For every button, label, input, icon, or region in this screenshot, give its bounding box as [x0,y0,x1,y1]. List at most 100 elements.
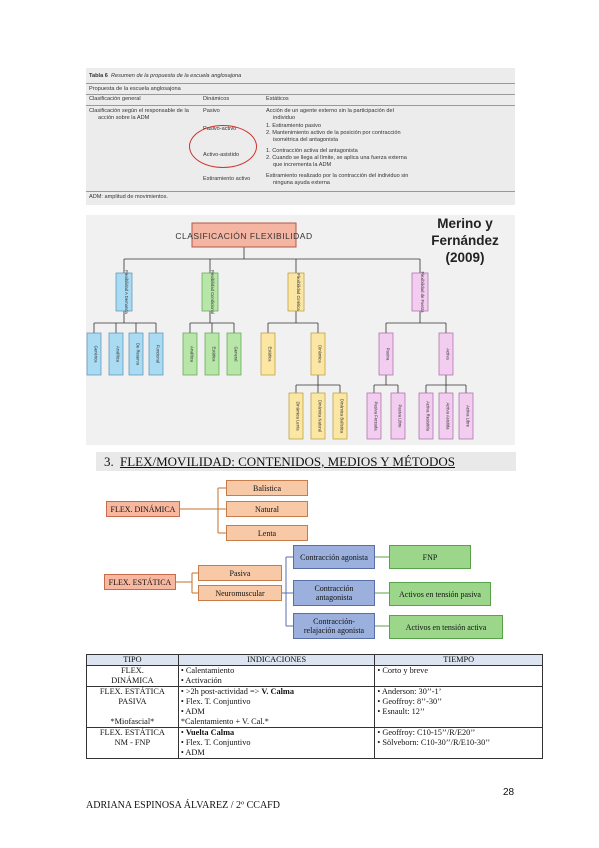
footer-author: ADRIANA ESPINOSA ÁLVAREZ / 2º CCAFD [86,800,280,811]
header-tiempo: TIEMPO [374,654,543,666]
leaf-box-d4 [390,392,406,440]
table6-aa-3: que incrementa la ADM [273,162,332,168]
leaf-label-b2: Estática [212,347,217,363]
table6-ea-1: Estiramiento realizado por la contracció… [266,173,409,179]
chart-root-box [191,222,297,248]
level1-box-a [115,272,133,312]
level1-box-b [201,272,219,312]
table-row: FLEX.DINÁMICA • Calentamiento • Activaci… [86,665,543,687]
leaf-box-c3 [288,392,304,440]
leaf-box-a1 [86,332,102,376]
table6-row-label-2: acción sobre la ADM [98,115,150,121]
leaf-box-c4 [310,392,326,440]
methods-table: TIPO INDICACIONES TIEMPO FLEX.DINÁMICA •… [86,654,543,759]
natural-box: Natural [226,501,308,517]
section-heading: 3. FLEX/MOVILIDAD: CONTENIDOS, MEDIOS Y … [96,452,516,471]
leaf-label-d1: Pasiva [386,348,391,361]
table6-col1: Clasificación general [89,96,141,102]
leaf-label-d5: Activa Resistida [426,401,431,431]
leaf-label-d4: Pasiva Libre [398,404,403,428]
leaf-box-b3 [226,332,242,376]
leaf-label-d2: Activa [446,348,451,360]
table6-subhead: Propuesta de la escuela anglosajona [89,86,181,92]
table6-image: Tabla 6 Resumen de la propuesta de la es… [86,68,515,205]
cell-tiempo: • Geoffroy: C10-15’’/R/E20’’ • Sölveborn… [374,727,543,759]
cell-indicaciones: • Vuelta Calma • Flex. T. Conjuntivo • A… [177,727,376,759]
leaf-label-d3: Pasiva Forzada [374,401,379,431]
header-indicaciones: INDICACIONES [177,654,376,666]
activos-pasiva-box: Activos en tensión pasiva [389,582,491,606]
leaf-label-d6: Activa Asistida [446,403,451,431]
table6-pa-3: isométrica del antagonista [273,137,338,143]
leaf-label-b3: General [234,347,239,362]
section-number: 3. [104,454,114,469]
leaf-box-c5 [332,392,348,440]
leaf-label-c2: Dinámica [318,345,323,363]
table6-pasivo: Pasivo [203,108,220,114]
level1-label-d: Flexibilidad de Fuerza [420,272,425,314]
contraccion-agonista-box: Contracción agonista [293,545,375,569]
header-tipo: TIPO [86,654,179,666]
leaf-box-d2 [438,332,454,376]
contraccion-relajacion-box: Contracción-relajación agonista [293,613,375,639]
chart-svg: CLASIFICACIÓN FLEXIBILIDAD Flexibilidad … [86,222,474,440]
leaf-label-a4: Funcional [156,345,161,363]
chart-author: Merino y Fernández (2009) [431,216,499,265]
leaf-label-c3: Dinámica Lenta [296,401,301,431]
level1-label-c: Flexibilidad Cinética [296,273,301,311]
leaf-label-b1: Analítica [190,346,195,363]
level1-box-d [411,272,429,312]
leaf-box-c2 [310,332,326,376]
level1-label-a: Flexibilidad A Demanda [124,270,129,314]
table6-estiramiento-activo: Estiramiento activo [203,176,251,182]
table6-pa-1: 1. Estiramiento pasivo [266,123,322,129]
leaf-box-b1 [182,332,198,376]
chart-root-label: CLASIFICACIÓN FLEXIBILIDAD [175,231,312,241]
pasiva-box: Pasiva [198,565,282,581]
leaf-box-d1 [378,332,394,376]
balistica-box: Balística [226,480,308,496]
leaf-box-a4 [148,332,164,376]
table6-pasivo-desc1: Acción de un agente externo sin la parti… [266,108,394,114]
leaf-box-d5 [418,392,434,440]
leaf-box-b2 [204,332,220,376]
fnp-box: FNP [389,545,471,569]
leaf-box-a3 [128,332,144,376]
leaf-box-c1 [260,332,276,376]
cell-tiempo: • Corto y breve [374,665,543,687]
leaf-label-a3: De Reserva [136,343,141,366]
classification-chart: CLASIFICACIÓN FLEXIBILIDAD Flexibilidad … [86,215,515,445]
highlight-ellipse [189,125,257,168]
table6-pasivo-desc2: individuo [273,115,296,121]
neuromuscular-box: Neuromuscular [198,585,282,601]
table6-pa-2: 2. Mantenimiento activo de la posición p… [266,130,401,136]
cell-tiempo: • Anderson: 30’’-1’ • Geoffroy: 8’’-30’’… [374,686,543,728]
section-title: FLEX/MOVILIDAD: CONTENIDOS, MEDIOS Y MÉT… [120,454,455,469]
leaf-label-d7: Activa Libre [466,405,471,428]
table6-row-label-1: Clasificación según el responsable de la [89,108,189,114]
level1-label-b: Flexibilidad Condicional [210,270,215,314]
table6-aa-2: 2. Cuando se llega al límite, se aplica … [266,155,407,161]
flex-estatica-box: FLEX. ESTÁTICA [104,574,176,590]
level1-box-c [287,272,305,312]
lenta-box: Lenta [226,525,308,541]
table6-note: ADM: amplitud de movimientos. [89,194,168,200]
leaf-label-c5: Dinámica Balística [340,399,345,434]
leaf-label-a2: Analítica [116,346,121,363]
page-number: 28 [503,787,515,798]
flex-dinamica-box: FLEX. DINÁMICA [106,501,180,517]
cell-indicaciones: • Calentamiento • Activación [177,665,376,687]
table-header-row: TIPO INDICACIONES TIEMPO [86,654,543,666]
leaf-label-c1: Estática [268,347,273,363]
leaf-box-a2 [108,332,124,376]
leaf-box-d7 [458,392,474,440]
leaf-label-c4: Dinámica Natural [318,400,323,432]
table6-col3: Estáticos [266,96,289,102]
leaf-box-d3 [366,392,382,440]
